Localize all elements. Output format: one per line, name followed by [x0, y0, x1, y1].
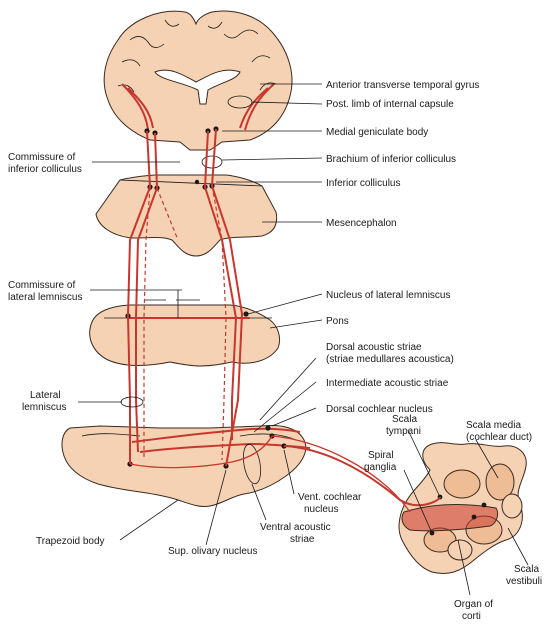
label-commissure-lateral-lemniscus-1: Commissure of [8, 280, 75, 291]
label-commissure-inferior-colliculus-1: Commissure of [8, 152, 75, 163]
label-brachium-inferior-colliculus: Brachium of inferior colliculus [326, 154, 456, 165]
label-trapezoid-body: Trapezoid body [36, 536, 105, 547]
label-ventral-acoustic-striae-1: Ventral acoustic [260, 522, 331, 533]
label-scala-vestibuli-2: vestibuli [506, 576, 542, 587]
label-organ-of-corti-2: corti [462, 611, 481, 622]
auditory-pathways [126, 128, 441, 513]
label-vent-cochlear-nucleus-2: nucleus [304, 504, 338, 515]
label-spiral-ganglia-1: Spiral [368, 450, 394, 461]
label-ventral-acoustic-striae-2: striae [290, 534, 315, 545]
label-spiral-ganglia-2: ganglia [364, 462, 397, 473]
label-post-limb-internal-capsule: Post. limb of internal capsule [326, 99, 454, 110]
label-dorsal-acoustic-striae-2: (striae medullares acoustica) [326, 354, 454, 365]
label-scala-vestibuli-1: Scala [514, 564, 539, 575]
label-dorsal-acoustic-striae-1: Dorsal acoustic striae [326, 342, 422, 353]
mesencephalon-section [95, 155, 278, 257]
label-intermediate-acoustic-striae: Intermediate acoustic striae [326, 378, 449, 389]
label-lateral-lemniscus-1: Lateral [30, 390, 61, 401]
medulla-section [61, 425, 311, 507]
label-inferior-colliculus: Inferior colliculus [326, 178, 400, 189]
label-medial-geniculate-body: Medial geniculate body [326, 127, 428, 138]
label-scala-tympani-2: tympani [386, 426, 421, 437]
label-organ-of-corti-1: Organ of [454, 599, 493, 610]
label-sup-olivary-nucleus: Sup. olivary nucleus [168, 546, 258, 557]
label-anterior-transverse-temporal-gyrus: Anterior transverse temporal gyrus [326, 80, 479, 91]
label-pons: Pons [326, 316, 349, 327]
label-scala-tympani-1: Scala [392, 414, 417, 425]
brain-coronal-section [103, 10, 293, 151]
pons-section [89, 290, 281, 367]
label-dorsal-cochlear-nucleus: Dorsal cochlear nucleus [326, 404, 433, 415]
cochlea-section [398, 442, 527, 574]
label-commissure-inferior-colliculus-2: inferior colliculus [8, 164, 82, 175]
label-scala-media-1: Scala media [466, 420, 521, 431]
label-scala-media-2: (cochlear duct) [466, 432, 532, 443]
leader-lines [78, 83, 529, 596]
labels: Anterior transverse temporal gyrus Post.… [8, 80, 542, 622]
label-nucleus-lateral-lemniscus: Nucleus of lateral lemniscus [326, 290, 451, 301]
label-commissure-lateral-lemniscus-2: lateral lemniscus [8, 292, 82, 303]
label-vent-cochlear-nucleus-1: Vent. cochlear [298, 492, 362, 503]
label-lateral-lemniscus-2: lemniscus [22, 402, 66, 413]
label-mesencephalon: Mesencephalon [326, 218, 397, 229]
